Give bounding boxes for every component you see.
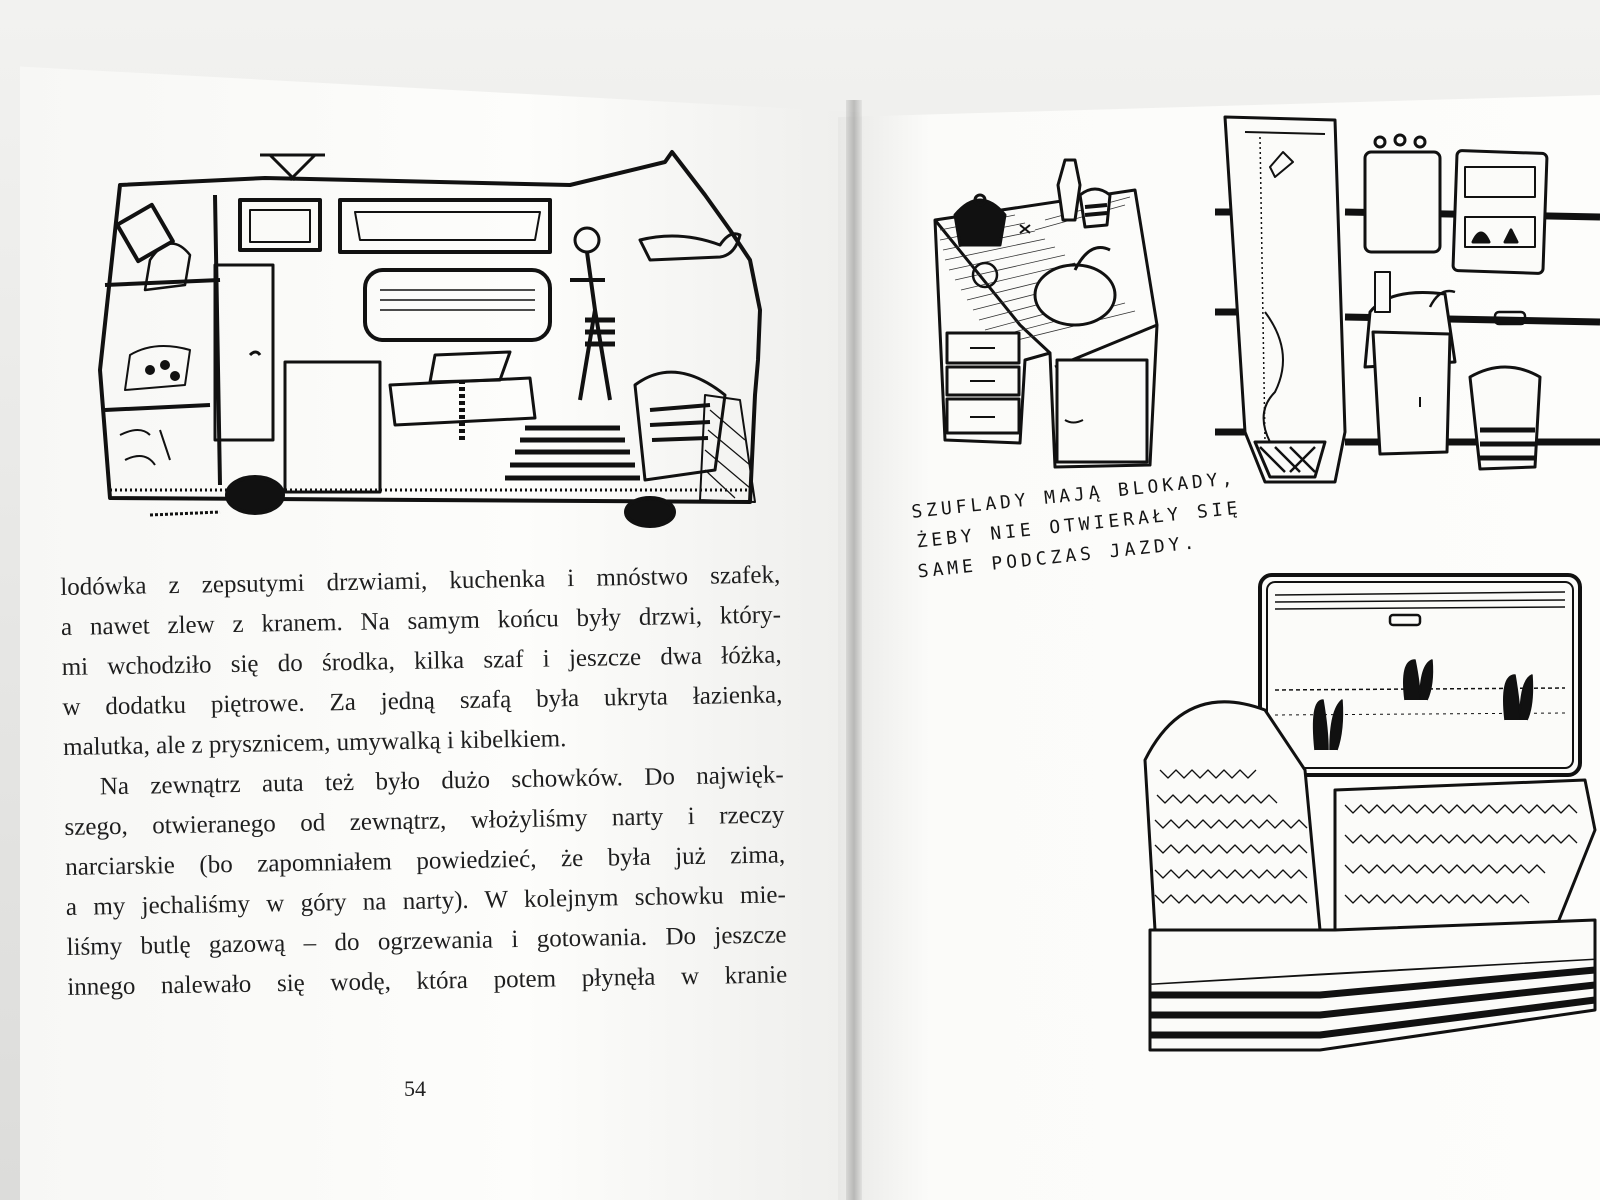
book-gutter bbox=[846, 100, 862, 1200]
body-text: lodówka z zepsutymi drzwiami, kuchenka i… bbox=[60, 555, 788, 1007]
left-page bbox=[20, 66, 860, 1200]
bathroom-illustration bbox=[1215, 115, 1600, 484]
page-number: 54 bbox=[404, 1076, 426, 1101]
kitchen-counter-illustration bbox=[933, 158, 1159, 469]
camper-van-illustration bbox=[98, 150, 762, 528]
window-sofa-illustration bbox=[1143, 573, 1597, 1052]
